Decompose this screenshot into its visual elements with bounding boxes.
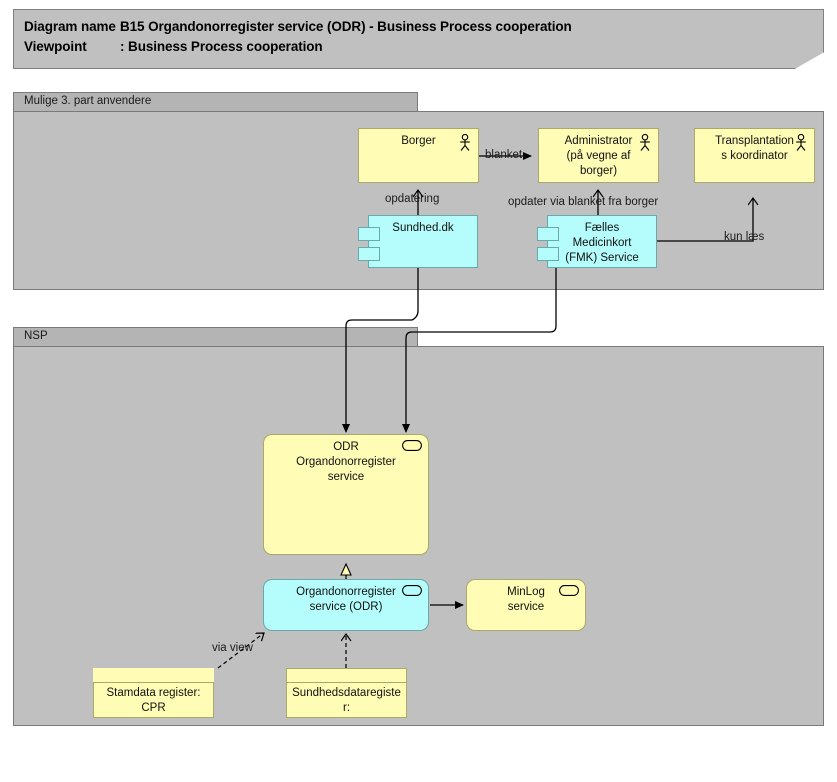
diagram-header-note: Diagram name :B15 Organdonorregister ser… <box>13 9 824 69</box>
node-sundhed-dk[interactable]: Sundhed.dk <box>358 215 478 268</box>
node-odr-business-service[interactable]: ODR Organdonorregister service <box>263 434 429 555</box>
node-data-object-cpr[interactable]: Stamdata register: CPR <box>93 668 214 718</box>
node-borger-label: Borger <box>401 135 436 147</box>
diagram-name-key: Diagram name : <box>24 19 124 34</box>
component-icon <box>358 227 380 241</box>
node-data-object-sundhedsdataregister-label: Sundhedsdataregiste r: Organdonorregiste… <box>292 687 401 714</box>
actor-icon <box>794 134 808 152</box>
node-fmk-service[interactable]: Fælles Medicinkort (FMK) Service <box>537 215 657 268</box>
node-transplantationskoordinator[interactable]: Transplantation s koordinator <box>694 128 815 183</box>
diagram-name-line: Diagram name :B15 Organdonorregister ser… <box>24 19 572 34</box>
group-third-party-tab: Mulige 3. part anvendere <box>13 92 418 112</box>
component-icon <box>537 247 559 261</box>
actor-icon <box>458 134 472 152</box>
node-odr-business-service-label: ODR Organdonorregister service <box>296 441 396 483</box>
node-borger[interactable]: Borger <box>358 128 479 183</box>
node-data-object-sundhedsdataregister[interactable]: Sundhedsdataregiste r: Organdonorregiste… <box>286 668 407 718</box>
component-icon <box>537 227 559 241</box>
node-administrator-label: Administrator (på vegne af borger) <box>564 135 633 177</box>
node-data-object-cpr-label: Stamdata register: CPR <box>106 687 201 714</box>
edge-label-opdater-via-blanket: opdater via blanket fra borger <box>508 196 659 208</box>
edge-label-kun-laes: kun læs <box>724 231 765 243</box>
node-fmk-service-label: Fælles Medicinkort (FMK) Service <box>565 222 639 264</box>
edge-label-opdatering: opdatering <box>385 193 440 205</box>
group-nsp-tab: NSP <box>13 327 418 347</box>
service-icon <box>402 440 422 451</box>
service-icon <box>559 585 579 596</box>
viewpoint-line: Viewpoint : Business Process cooperation <box>24 39 323 54</box>
data-object-header-bar <box>93 668 214 683</box>
component-icon <box>358 247 380 261</box>
viewpoint-key: Viewpoint <box>24 39 87 54</box>
node-sundhed-dk-label: Sundhed.dk <box>392 222 454 234</box>
data-object-header-bar <box>287 669 406 683</box>
edge-label-via-view: via view <box>212 642 253 654</box>
viewpoint-value: : Business Process cooperation <box>120 39 323 54</box>
node-transplantationskoordinator-label: Transplantation s koordinator <box>715 135 794 162</box>
service-icon <box>402 585 422 596</box>
actor-icon <box>638 134 652 152</box>
node-minlog-service-label: MinLog service <box>507 586 545 613</box>
node-odr-application-service[interactable]: Organdonorregister service (ODR) <box>263 579 429 631</box>
edge-label-blanket: blanket <box>485 149 523 161</box>
node-administrator[interactable]: Administrator (på vegne af borger) <box>538 128 659 183</box>
node-odr-application-service-label: Organdonorregister service (ODR) <box>296 586 396 613</box>
diagram-name-value: B15 Organdonorregister service (ODR) - B… <box>120 19 572 34</box>
node-minlog-service[interactable]: MinLog service <box>466 579 586 631</box>
